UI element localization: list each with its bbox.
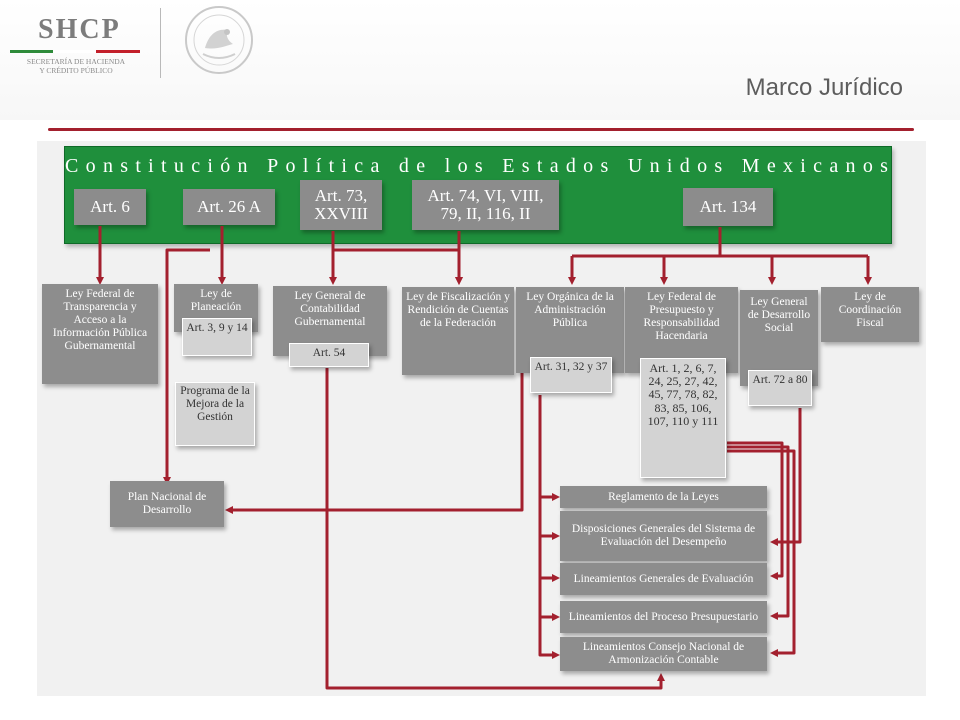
regulation-reglamento: Reglamento de la Leyes [560,486,767,508]
desarrollo-social-articles: Art. 72 a 80 [748,370,812,406]
regulation-lineamientos-evaluacion: Lineamientos Generales de Evaluación [560,563,767,595]
regulation-lineamientos-presupuestario: Lineamientos del Proceso Presupuestario [560,601,767,633]
organica-articles: Art. 31, 32 y 37 [530,357,612,393]
law-transparencia-box: Ley Federal de Transparencia y Acceso a … [42,284,158,384]
slide-header: SHCP SECRETARÍA DE HACIENDA Y CRÉDITO PÚ… [0,0,960,120]
article-134-box: Art. 134 [683,188,773,226]
logo-subtitle-line-2: Y CRÉDITO PÚBLICO [39,66,113,75]
plan-nacional-desarrollo-box: Plan Nacional de Desarrollo [110,481,224,527]
regulation-lineamientos-conac: Lineamientos Consejo Nacional de Armoniz… [560,637,767,671]
article-26a-box: Art. 26 A [183,189,275,225]
logo-subtitle-line-1: SECRETARÍA DE HACIENDA [26,57,126,66]
contabilidad-articles: Art. 54 [289,343,369,367]
title-rule [48,128,914,131]
constitution-title: Constitución Política de los Estados Uni… [65,155,896,177]
presupuesto-articles: Art. 1, 2, 6, 7, 24, 25, 27, 42, 45, 77,… [640,358,726,478]
logo-divider [160,8,161,78]
regulation-disposiciones-sed: Disposiciones Generales del Sistema de E… [560,511,767,561]
logo-flag-stripe [10,50,140,53]
article-6-box: Art. 6 [74,189,146,225]
article-73-box: Art. 73, XXVIII [300,180,382,230]
page-title: Marco Jurídico [745,74,903,101]
law-fiscalizacion-box: Ley de Fiscalización y Rendición de Cuen… [402,287,514,375]
law-coordinacion-fiscal-box: Ley de Coordinación Fiscal [821,287,919,342]
article-74-box: Art. 74, VI, VIII, 79, II, 116, II [412,180,559,230]
planeacion-articles: Art. 3, 9 y 14 [182,318,252,356]
national-seal-icon [185,6,253,74]
shcp-logo-text: SHCP [38,14,121,45]
programa-mejora-gestion: Programa de la Mejora de la Gestión [175,382,255,446]
logo-subtitle: SECRETARÍA DE HACIENDA Y CRÉDITO PÚBLICO [26,57,126,75]
